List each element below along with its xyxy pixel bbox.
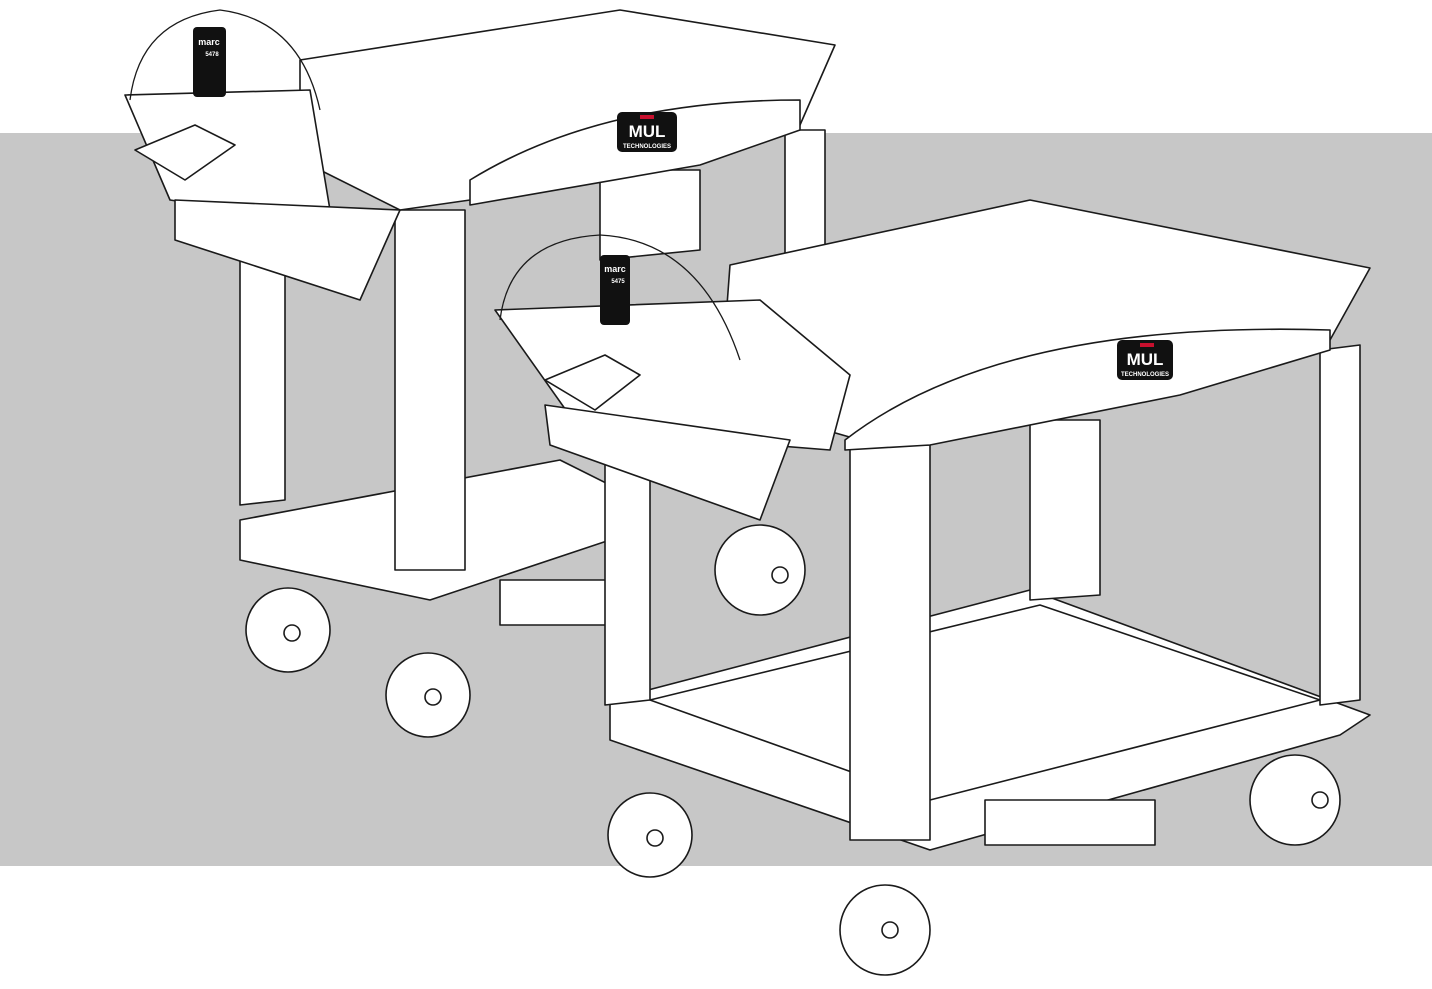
bracket xyxy=(544,404,791,521)
logo: MUL TECHNOLOGIES xyxy=(617,112,677,152)
svg-text:TECHNOLOGIES: TECHNOLOGIES xyxy=(623,144,671,150)
cart-left: marc 5478 MUL TECHNOLOGIES xyxy=(124,9,836,738)
bracket xyxy=(174,199,401,301)
wheel xyxy=(714,524,806,616)
device-screen xyxy=(193,27,226,97)
leg xyxy=(239,244,286,506)
battery-box xyxy=(499,579,611,626)
svg-text:MUL: MUL xyxy=(1127,350,1164,369)
handle xyxy=(129,9,321,111)
device-brand: marc xyxy=(198,37,220,47)
wheel-hub xyxy=(881,921,899,939)
wheel-hub xyxy=(771,566,789,584)
leg xyxy=(604,454,651,706)
wheel-hub xyxy=(424,688,442,706)
leg xyxy=(784,129,826,261)
battery-box xyxy=(984,799,1156,846)
leg xyxy=(849,444,931,841)
device-model: 5475 xyxy=(611,279,625,285)
keypad xyxy=(544,354,641,411)
device-model: 5478 xyxy=(205,52,219,58)
wheel xyxy=(1249,754,1341,846)
logo: MUL TECHNOLOGIES xyxy=(1117,340,1173,380)
leg xyxy=(1029,419,1101,601)
device-brand: marc xyxy=(604,264,626,274)
wheel-hub xyxy=(646,829,664,847)
svg-text:MUL: MUL xyxy=(629,122,666,141)
cart-right: marc 5475 MUL TECHNOLOGIES xyxy=(494,199,1371,976)
keypad xyxy=(134,124,236,181)
top-front-apron xyxy=(844,328,1331,451)
handle xyxy=(499,234,741,361)
device-screen xyxy=(600,255,630,325)
leg xyxy=(1319,344,1361,706)
wheel-hub xyxy=(1311,791,1329,809)
wheel-hub xyxy=(283,624,301,642)
svg-text:TECHNOLOGIES: TECHNOLOGIES xyxy=(1121,372,1169,378)
leg xyxy=(394,209,466,571)
